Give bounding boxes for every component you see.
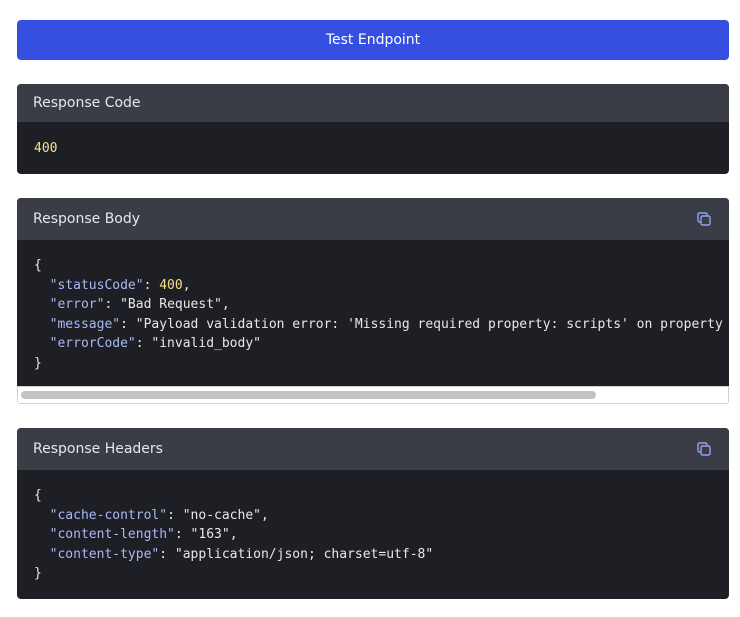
json-value: "no-cache": [182, 507, 261, 523]
json-line: "content-type": "application/json; chars…: [49, 546, 434, 562]
json-line: "statusCode": 400,: [49, 277, 191, 293]
json-key: "errorCode": [49, 336, 136, 351]
horizontal-scrollbar[interactable]: [17, 386, 729, 404]
json-value: 400: [159, 277, 183, 293]
response-code-value: 400: [34, 141, 58, 156]
json-line: "errorCode": "invalid_body": [49, 336, 261, 351]
json-value: "Payload validation error: 'Missing requ…: [135, 316, 723, 332]
json-open-brace: {: [34, 488, 42, 503]
response-body-code: { "statusCode": 400, "error": "Bad Reque…: [17, 240, 729, 386]
json-line: "cache-control": "no-cache",: [49, 507, 269, 523]
response-body-panel: Response Body { "statusCode": 400, "erro…: [17, 198, 729, 404]
json-comma: ,: [229, 527, 238, 542]
json-key: "message": [49, 316, 121, 332]
scrollbar-thumb[interactable]: [21, 391, 596, 399]
json-comma: ,: [261, 507, 269, 523]
response-code-panel: Response Code 400: [17, 84, 729, 174]
response-code-title: Response Code: [33, 95, 141, 111]
json-line: "error": "Bad Request",: [49, 297, 230, 312]
copy-icon[interactable]: [695, 440, 713, 458]
json-open-brace: {: [34, 258, 42, 273]
json-comma: ,: [182, 277, 191, 293]
json-value: "invalid_body": [151, 336, 261, 351]
json-key: "content-length": [49, 527, 175, 542]
json-key: "statusCode": [49, 277, 144, 293]
json-value: "163": [190, 527, 230, 542]
json-key: "cache-control": [49, 507, 168, 523]
response-code-header: Response Code: [17, 84, 729, 122]
json-close-brace: }: [34, 566, 42, 581]
response-headers-title: Response Headers: [33, 441, 163, 457]
json-close-brace: }: [34, 355, 42, 371]
json-value: "application/json; charset=utf-8": [174, 546, 434, 562]
copy-icon[interactable]: [695, 210, 713, 228]
response-headers-header: Response Headers: [17, 428, 729, 470]
json-value: "Bad Request": [120, 297, 222, 312]
response-body-header: Response Body: [17, 198, 729, 240]
json-comma: ,: [221, 297, 230, 312]
response-headers-panel: Response Headers { "cache-control": "no-…: [17, 428, 729, 599]
json-line: "message": "Payload validation error: 'M…: [49, 316, 723, 332]
response-headers-code: { "cache-control": "no-cache", "content-…: [17, 470, 729, 599]
test-endpoint-button[interactable]: Test Endpoint: [17, 20, 729, 60]
json-line: "content-length": "163",: [49, 527, 238, 542]
json-key: "content-type": [49, 546, 160, 562]
response-code-block: 400: [17, 122, 729, 174]
json-key: "error": [49, 297, 105, 312]
response-body-title: Response Body: [33, 211, 141, 227]
